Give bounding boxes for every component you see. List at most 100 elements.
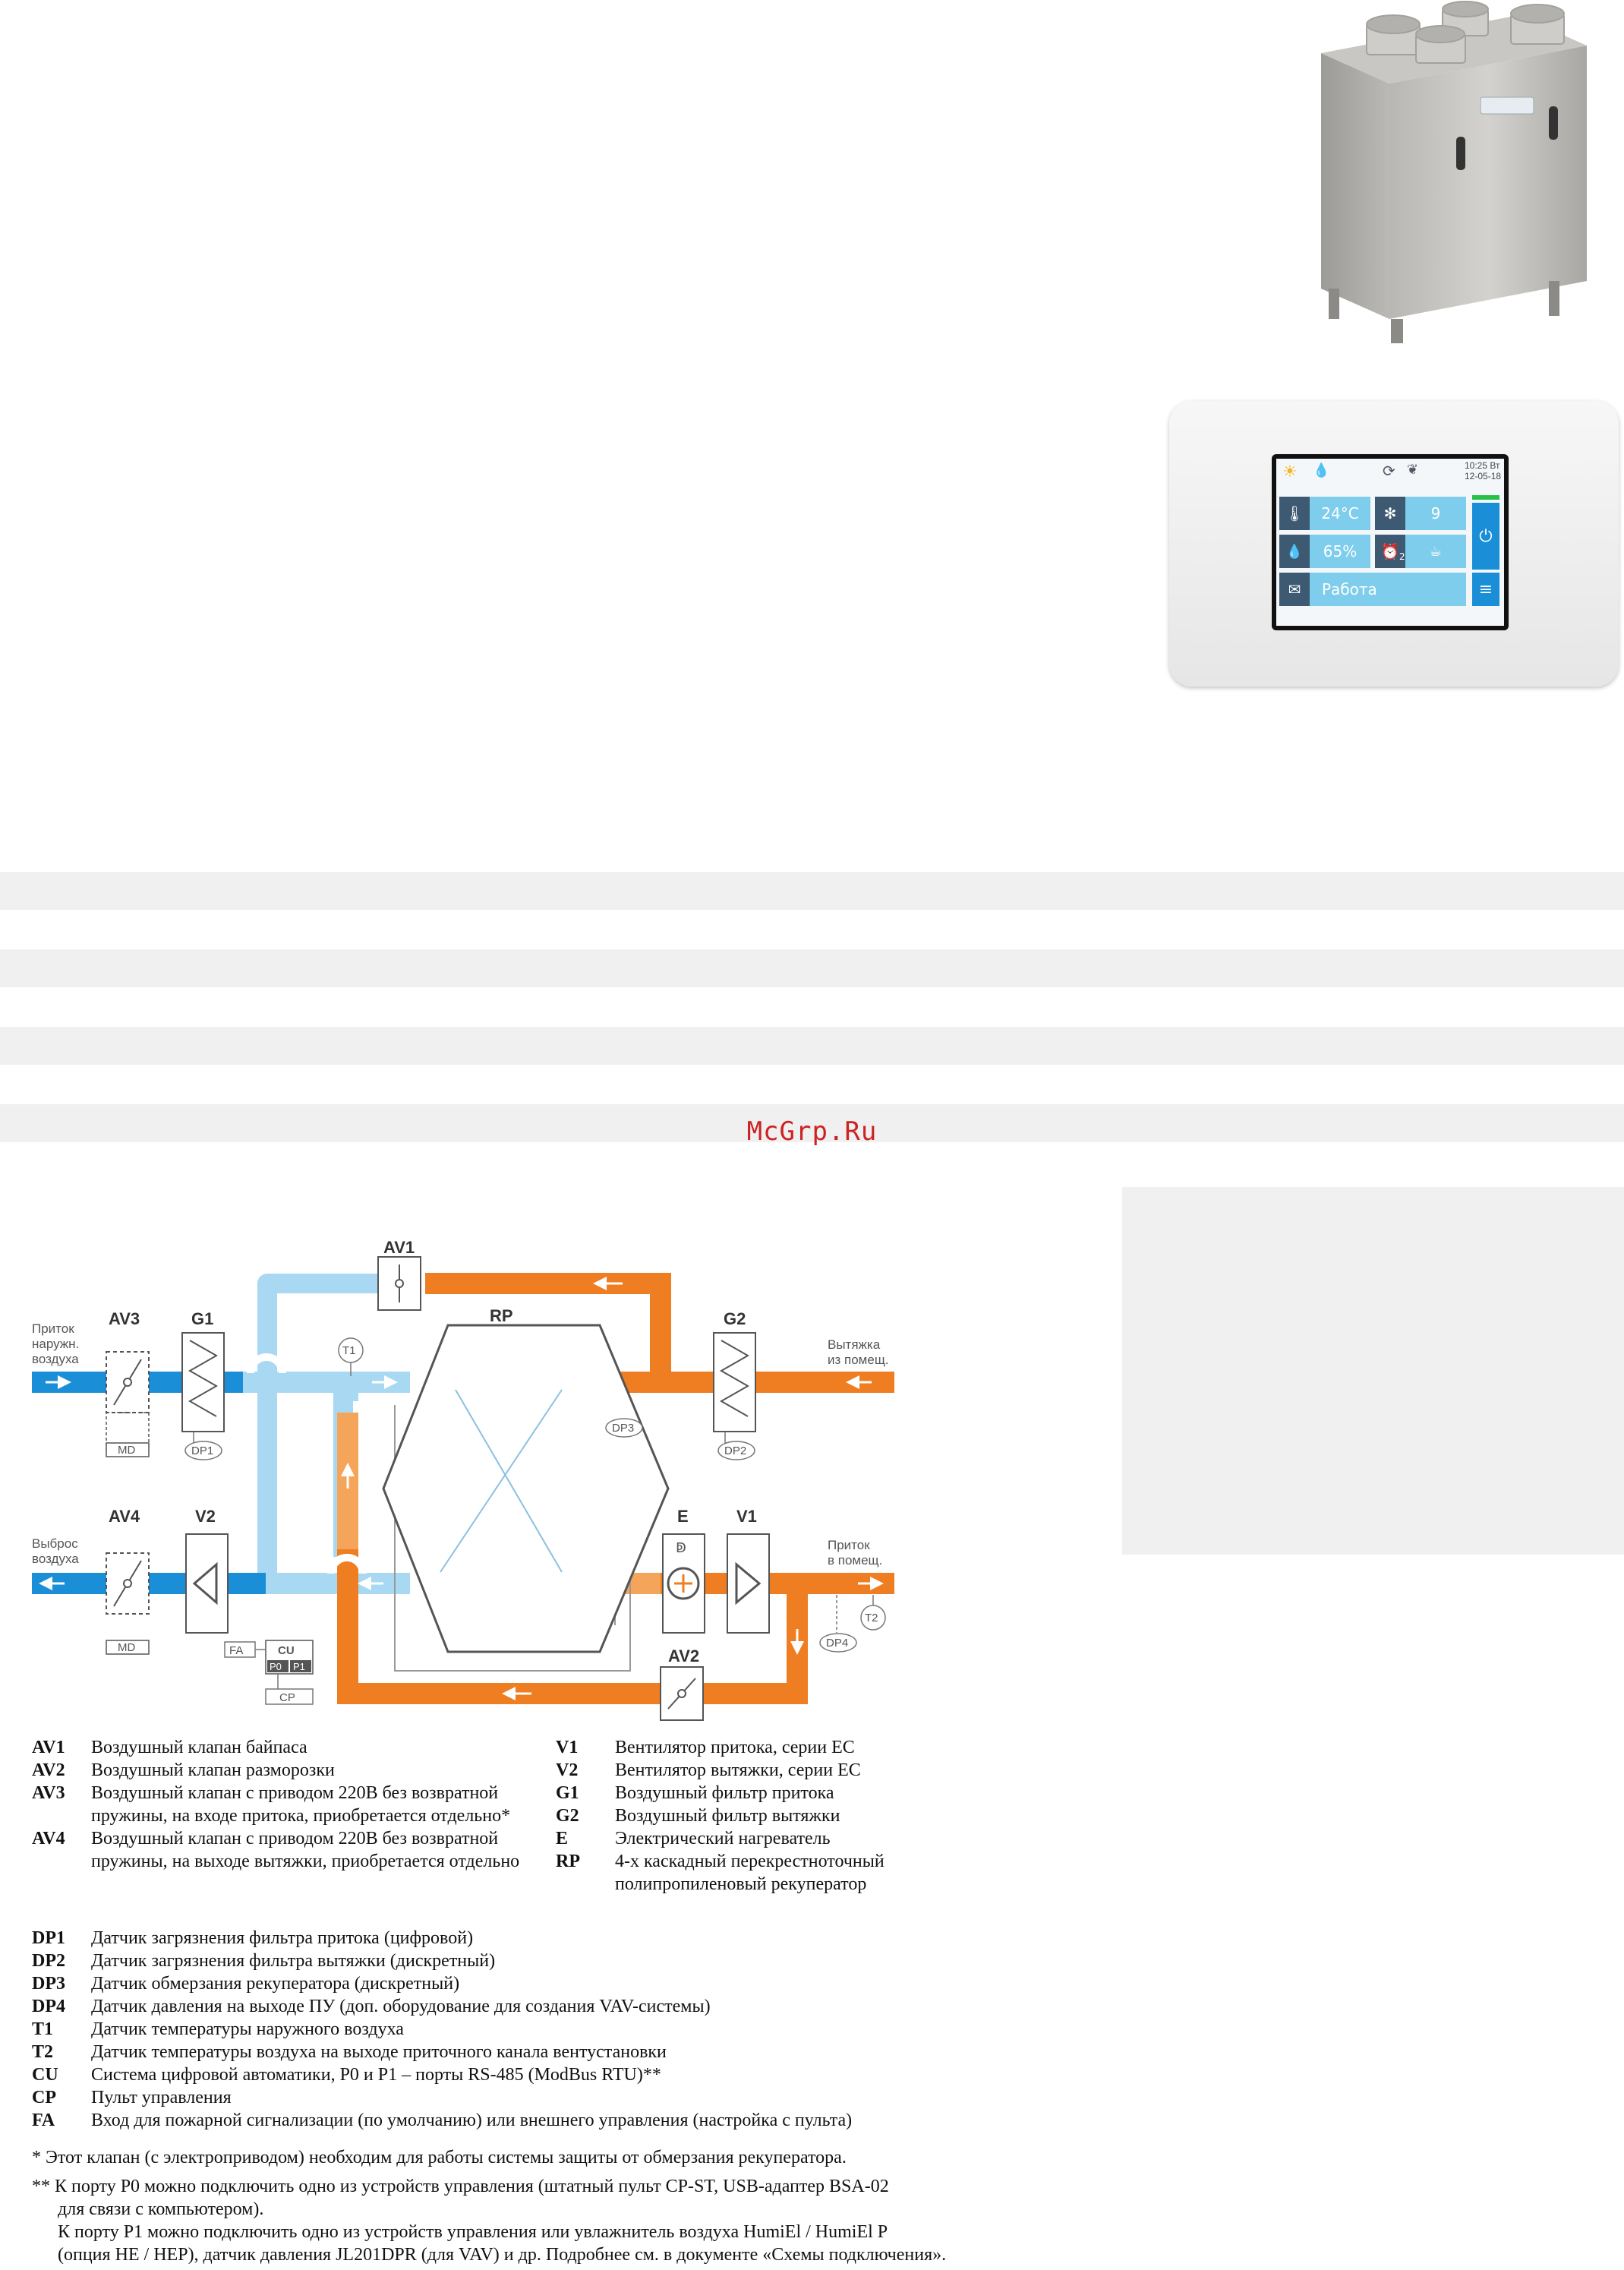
control-unit-cu: CU P0 P1 FA CP (224, 1640, 314, 1705)
svg-text:MD: MD (118, 1641, 135, 1654)
svg-text:воздуха: воздуха (32, 1352, 79, 1366)
svg-text:CU: CU (278, 1644, 295, 1657)
extract-bypass-duct (425, 1273, 671, 1382)
svg-text:G2: G2 (724, 1309, 746, 1328)
svg-text:G1: G1 (191, 1309, 213, 1328)
leaf-icon: ❦ (1407, 462, 1419, 477)
svg-text:AV1: AV1 (383, 1238, 415, 1257)
rp-label: RP (490, 1306, 513, 1325)
fan-speed-tile[interactable]: ✻ 9 (1375, 497, 1466, 530)
humidity-tile[interactable]: 💧 65% (1279, 535, 1370, 568)
footnote-3-cont: (опция HE / HEP), датчик давления JL201D… (58, 2245, 947, 2265)
table-row-stripe (0, 872, 1624, 910)
svg-text:наружн.: наружн. (32, 1337, 79, 1351)
status-tile[interactable]: ✉ Работа (1279, 573, 1466, 606)
svg-text:E: E (677, 1507, 689, 1526)
filter-g2: G2 DP2 (713, 1309, 756, 1460)
control-panel-screen: ☀ 💧 ⟳ ❦ 10:25 Вт 12-05-18 🌡 24°C ✻ 9 💧 6… (1272, 454, 1509, 630)
damper-av2: AV2 (660, 1646, 704, 1721)
side-panel (1122, 1187, 1624, 1555)
footnotes: * Этот клапан (с электроприводом) необхо… (32, 2146, 1156, 2266)
power-indicator (1472, 495, 1499, 500)
table-row-stripe (0, 1104, 1624, 1142)
svg-text:воздуха: воздуха (32, 1552, 79, 1566)
sensor-dp4: DP4 (819, 1595, 857, 1653)
fan-v1: V1 (727, 1507, 770, 1634)
status-text: Работа (1322, 580, 1377, 598)
cup-icon: ☕ (1429, 543, 1443, 560)
left-flow-labels: Приток наружн. воздуха Выброс воздуха (32, 1321, 79, 1566)
svg-text:Выброс: Выброс (32, 1536, 78, 1551)
svg-text:ↁ: ↁ (676, 1540, 686, 1556)
timer-tile[interactable]: ⏰ 2 ☕ (1375, 535, 1466, 568)
svg-text:DP3: DP3 (612, 1422, 634, 1435)
filter-g1: G1 DP1 (181, 1309, 225, 1460)
svg-text:V2: V2 (195, 1507, 216, 1526)
watermark: McGrp.Ru (746, 1116, 878, 1147)
thermometer-icon: 🌡 (1279, 497, 1310, 530)
heat-exchanger-rp: RP (382, 1306, 670, 1653)
svg-text:MD: MD (118, 1444, 135, 1457)
power-icon: ⏻ (1479, 526, 1493, 546)
refresh-icon: ⟳ (1383, 463, 1395, 480)
svg-text:AV2: AV2 (668, 1646, 699, 1665)
svg-text:P0: P0 (270, 1661, 282, 1672)
fan-v2: V2 (185, 1507, 229, 1634)
fan-speed-value: 9 (1430, 504, 1441, 523)
footnote-2-cont: для связи с компьютером). (58, 2199, 264, 2219)
svg-text:DP4: DP4 (826, 1637, 848, 1650)
right-flow-labels: Вытяжка из помещ. Приток в помещ. (828, 1337, 889, 1568)
sensor-t1: T1 (338, 1337, 364, 1376)
temperature-value: 24°C (1321, 504, 1359, 523)
power-button[interactable]: ⏻ (1472, 503, 1499, 570)
svg-text:DP2: DP2 (724, 1444, 746, 1457)
svg-text:FA: FA (229, 1644, 243, 1657)
control-panel-device: ☀ 💧 ⟳ ❦ 10:25 Вт 12-05-18 🌡 24°C ✻ 9 💧 6… (1169, 401, 1619, 687)
svg-text:Приток: Приток (32, 1321, 74, 1336)
temperature-tile[interactable]: 🌡 24°C (1279, 497, 1370, 530)
ventilation-unit-illustration (1321, 1, 1587, 343)
svg-text:T2: T2 (865, 1612, 878, 1624)
menu-button[interactable]: ≡ (1472, 573, 1499, 606)
svg-text:Вытяжка: Вытяжка (828, 1337, 881, 1352)
svg-text:в помещ.: в помещ. (828, 1553, 882, 1568)
heater-e: ↁ E (662, 1507, 705, 1634)
bypass-duct (257, 1274, 395, 1583)
alarm-clock-icon: ⏰ (1375, 535, 1405, 568)
sensor-t2: T2 (860, 1595, 886, 1631)
svg-text:DP1: DP1 (191, 1444, 213, 1457)
humidity-icon: 💧 (1279, 535, 1310, 568)
table-row-stripe (0, 949, 1624, 987)
drop-icon: 💧 (1313, 463, 1330, 478)
timer-index: 2 (1399, 551, 1405, 562)
damper-av1: AV1 (377, 1238, 421, 1311)
damper-av3: MD AV3 (106, 1309, 150, 1457)
humidity-value: 65% (1323, 542, 1358, 560)
envelope-icon: ✉ (1279, 573, 1310, 606)
table-row-stripe (0, 1027, 1624, 1065)
svg-text:P1: P1 (293, 1661, 305, 1672)
svg-text:AV3: AV3 (109, 1309, 140, 1328)
svg-text:V1: V1 (736, 1507, 757, 1526)
sun-icon: ☀ (1282, 462, 1298, 481)
